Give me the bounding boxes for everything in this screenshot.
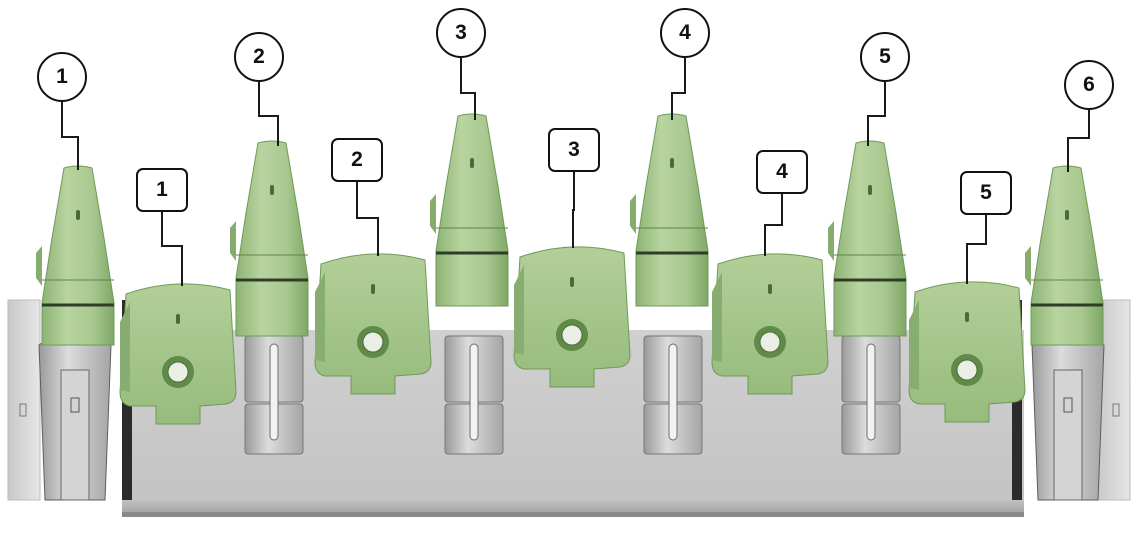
lower-tooth-callout-5: 5 [960, 171, 1012, 215]
tall-tooth-body [635, 113, 709, 307]
short-tooth-pin-mark [371, 284, 375, 294]
upper-tooth-callout-3: 3 [436, 8, 486, 58]
short-tooth-shadow [120, 302, 130, 392]
lower-callout-leader [572, 172, 575, 248]
short-tooth-shadow [315, 272, 325, 362]
left-side-plate [7, 299, 41, 501]
upper-callout-leader [460, 58, 476, 120]
bar-bottom-edge [122, 512, 1024, 517]
tall-tooth-body [435, 113, 509, 307]
short-tooth-body [908, 281, 1026, 423]
short-tooth-shadow [712, 272, 722, 362]
left-plate-slot [19, 403, 27, 417]
tall-tooth-side-lug [828, 221, 834, 261]
upper-tooth-callout-2: 2 [234, 32, 284, 82]
tall-tooth-pin-mark [1065, 210, 1069, 220]
adapter-pin-slot [269, 343, 279, 441]
upper-tooth-callout-4: 4 [660, 8, 710, 58]
short-tooth-pin [759, 331, 781, 353]
short-tooth-shadow [514, 265, 524, 355]
tall-tooth-pin-mark [76, 210, 80, 220]
short-tooth-body [711, 253, 829, 395]
lower-tooth-callout-4: 4 [756, 150, 808, 194]
tall-tooth-side-lug [230, 221, 236, 261]
tall-tooth-body [41, 165, 115, 346]
lower-tooth-callout-2: 2 [331, 138, 383, 182]
adapter-pin-slot [469, 343, 479, 441]
leader-lines-group [61, 58, 1090, 286]
lower-tooth-callout-1: 1 [136, 168, 188, 212]
corner-shank-web [60, 369, 90, 501]
short-tooth-pin [956, 359, 978, 381]
short-tooth-shadow [909, 300, 919, 390]
short-tooth-pin [362, 331, 384, 353]
lower-callout-leader [764, 194, 783, 256]
upper-tooth-callout-1: 1 [37, 52, 87, 102]
tall-tooth-body [833, 140, 907, 337]
corner-shank-slot [1063, 397, 1073, 413]
lower-callout-leader [161, 212, 183, 286]
short-tooth-pin-mark [176, 314, 180, 324]
short-tooth-pin-mark [768, 284, 772, 294]
short-tooth-pin [167, 361, 189, 383]
short-tooth-pin-mark [965, 312, 969, 322]
tall-tooth-pin-mark [270, 185, 274, 195]
tall-tooth-body [1030, 165, 1104, 346]
tall-tooth-side-lug [36, 246, 42, 286]
tall-tooth-body [235, 140, 309, 337]
upper-callout-leader [61, 102, 79, 170]
tall-tooth-side-lug [430, 194, 436, 234]
short-tooth-body [513, 246, 631, 388]
right-plate-slot [1112, 403, 1120, 417]
upper-callout-leader [258, 82, 279, 146]
short-tooth-pin-mark [570, 277, 574, 287]
upper-tooth-callout-6: 6 [1064, 60, 1114, 110]
teeth-group [36, 113, 1105, 501]
tall-tooth-side-lug [630, 194, 636, 234]
tall-tooth-pin-mark [670, 158, 674, 168]
lower-tooth-callout-3: 3 [548, 128, 600, 172]
tall-tooth-side-lug [1025, 246, 1031, 286]
corner-shank-slot [70, 397, 80, 413]
upper-tooth-callout-5: 5 [860, 32, 910, 82]
upper-callout-leader [867, 82, 886, 146]
short-tooth-body [314, 253, 432, 395]
short-tooth-pin [561, 324, 583, 346]
adapter-pin-slot [866, 343, 876, 441]
lower-callout-leader [966, 215, 987, 284]
lower-callout-leader [356, 182, 379, 256]
corner-shank-web [1053, 369, 1083, 501]
upper-callout-leader [671, 58, 686, 120]
adapter-pin-slot [668, 343, 678, 441]
short-tooth-body [119, 283, 237, 425]
tall-tooth-pin-mark [470, 158, 474, 168]
upper-callout-leader [1067, 110, 1090, 172]
tall-tooth-pin-mark [868, 185, 872, 195]
